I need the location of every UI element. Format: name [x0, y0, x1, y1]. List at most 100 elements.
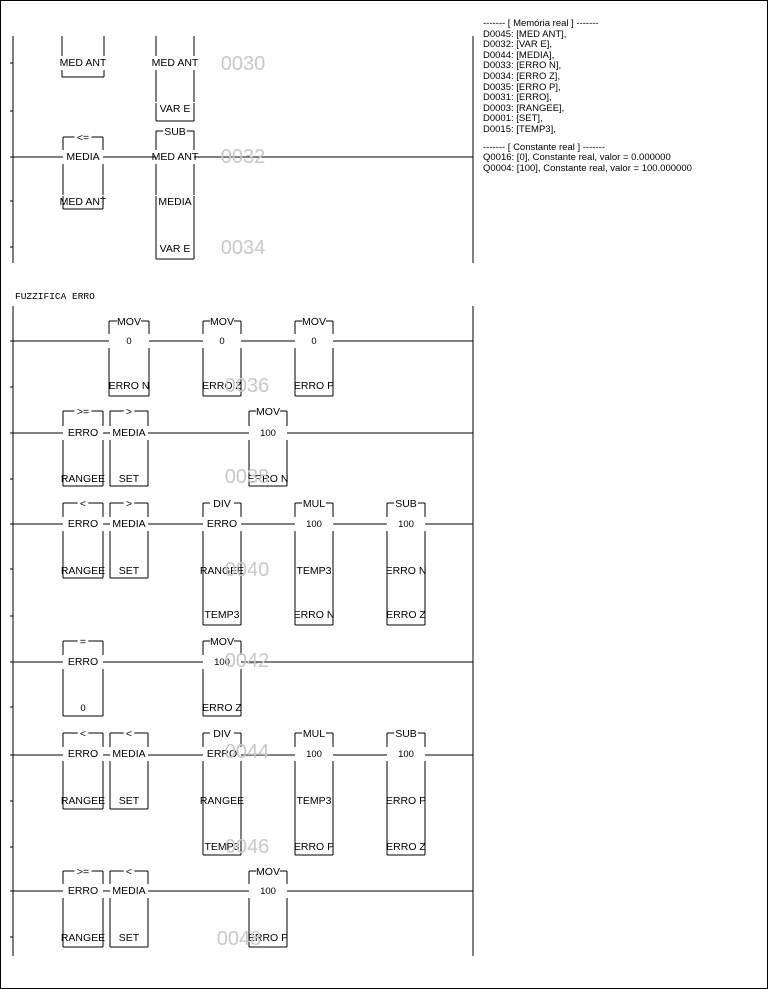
block-operand: MEDIA — [66, 151, 99, 163]
block-operand: 0 — [311, 336, 316, 347]
block-operand: MED ANT — [152, 151, 199, 163]
memory-entry: D0033: [ERRO N], — [483, 60, 562, 72]
line-number: 0030 — [221, 53, 266, 75]
block-operand: MEDIA — [112, 748, 145, 760]
block-operand: SET — [119, 565, 140, 577]
block-operand: 100 — [306, 749, 322, 760]
block-operator: DIV — [213, 498, 231, 510]
block-operator: = — [80, 636, 86, 648]
line-number: 0046 — [225, 836, 270, 858]
constant-entry: Q0016: [0], Constante real, valor = 0.00… — [483, 152, 671, 164]
block-operand: ERRO — [207, 748, 237, 760]
block-operand: ERRO P — [294, 380, 334, 392]
block-operator: MUL — [303, 498, 325, 510]
block-operator: MOV — [302, 316, 326, 328]
block-operand: SET — [119, 932, 140, 944]
block-operand: ERRO — [68, 656, 98, 668]
memory-entry: D0003: [RANGEE], — [483, 102, 565, 114]
block-operand: ERRO — [68, 885, 98, 897]
block-operand: ERRO N — [386, 565, 427, 577]
block-operand: 0 — [126, 336, 131, 347]
block-operand: TEMP3 — [204, 609, 239, 621]
block-operand: MEDIA — [158, 196, 191, 208]
block-operator: >= — [77, 406, 89, 418]
block-operator: MOV — [256, 866, 280, 878]
memory-header: ------- [ Memória real ] ------- — [483, 18, 599, 29]
block-operand: ERRO P — [294, 841, 334, 853]
constants-header: ------- [ Constante real ] ------- — [483, 141, 605, 153]
block-operand: RANGEE — [61, 795, 105, 807]
block-operator: MOV — [210, 636, 234, 648]
memory-entry: D0045: [MED ANT], — [483, 28, 567, 40]
block-operator: MOV — [210, 316, 234, 328]
block-operand: MED ANT — [60, 196, 107, 208]
block-operand: ERRO P — [386, 795, 426, 807]
block-operand: MED ANT — [60, 57, 107, 69]
memory-entry: D0032: [VAR E], — [483, 39, 552, 51]
block-operand: TEMP3 — [296, 565, 331, 577]
block-operand: SET — [119, 795, 140, 807]
block-operand: MED ANT — [152, 57, 199, 69]
block-operand: ERRO N — [109, 380, 150, 392]
block-operand: MEDIA — [112, 885, 145, 897]
block-operand: 100 — [306, 519, 322, 530]
block-operand: 0 — [80, 703, 85, 714]
memory-entry: D0001: [SET], — [483, 113, 543, 125]
block-operator: > — [126, 498, 132, 510]
line-number: 0040 — [225, 559, 270, 581]
line-number: 0036 — [225, 375, 270, 397]
block-operand: ERRO — [207, 518, 237, 530]
block-operand: MEDIA — [112, 518, 145, 530]
block-operand: ERRO — [68, 748, 98, 760]
memory-panel: ------- [ Memória real ] ------- D0045: … — [483, 18, 692, 174]
block-operand: ERRO P — [248, 932, 288, 944]
block-operand: 100 — [260, 428, 276, 439]
block-operand: 100 — [398, 519, 414, 530]
block-operand: RANGEE — [200, 795, 244, 807]
line-number: 0032 — [221, 146, 266, 168]
block-operator: MUL — [303, 728, 325, 740]
line-number: 0044 — [225, 741, 270, 763]
block-operand: 100 — [398, 749, 414, 760]
constant-entry: Q0004: [100], Constante real, valor = 10… — [483, 162, 692, 174]
block-operand: 0 — [219, 336, 224, 347]
block-operator: >= — [77, 866, 89, 878]
block-operand: ERRO N — [248, 473, 289, 485]
memory-entry: D0035: [ERRO P], — [483, 81, 561, 93]
block-operator: <= — [77, 132, 89, 144]
block-operand: SET — [119, 473, 140, 485]
block-operand: RANGEE — [200, 565, 244, 577]
block-operator: DIV — [213, 728, 231, 740]
block-operand: ERRO N — [294, 609, 335, 621]
block-operand: VAR E — [160, 103, 191, 115]
block-operand: TEMP3 — [296, 795, 331, 807]
memory-entry: D0044: [MEDIA], — [483, 49, 555, 61]
block-operand: ERRO Z — [202, 702, 242, 714]
block-operand: 100 — [214, 657, 230, 668]
block-operand: RANGEE — [61, 932, 105, 944]
block-operand: ERRO Z — [386, 841, 426, 853]
block-operand: ERRO — [68, 518, 98, 530]
memory-entry: D0031: [ERRO], — [483, 92, 552, 104]
block-operand: ERRO — [68, 427, 98, 439]
block-operand: VAR E — [160, 243, 191, 255]
block-operand: ERRO Z — [202, 380, 242, 392]
line-number: 0038 — [225, 466, 270, 488]
block-operator: < — [80, 498, 86, 510]
block-operand: TEMP3 — [204, 841, 239, 853]
block-operator: MOV — [256, 406, 280, 418]
line-number: 0042 — [225, 650, 270, 672]
block-operand: RANGEE — [61, 565, 105, 577]
section-title: FUZZIFICA ERRO — [15, 291, 95, 302]
block-operand: RANGEE — [61, 473, 105, 485]
block-operator: < — [126, 728, 132, 740]
block-operator: SUB — [164, 126, 186, 138]
block-operand: MEDIA — [112, 427, 145, 439]
block-operator: SUB — [395, 498, 417, 510]
memory-entry: D0015: [TEMP3], — [483, 123, 556, 135]
memory-entry: D0034: [ERRO Z], — [483, 70, 561, 82]
block-operator: < — [126, 866, 132, 878]
block-operator: < — [80, 728, 86, 740]
block-operand: 100 — [260, 886, 276, 897]
